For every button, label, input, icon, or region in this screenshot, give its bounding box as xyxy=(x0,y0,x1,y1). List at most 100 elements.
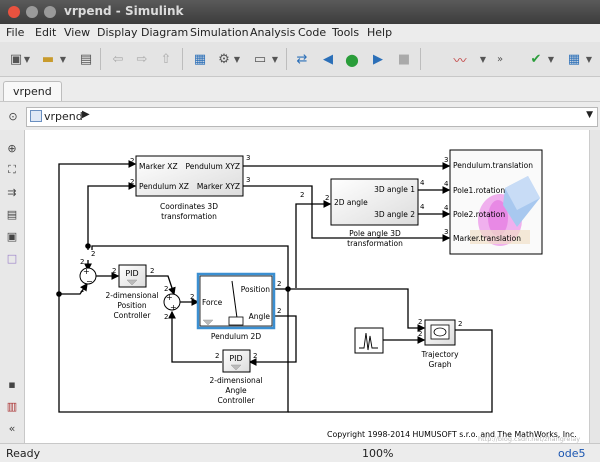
signal-angle-to-pole[interactable] xyxy=(295,200,332,288)
up-arrow-icon[interactable]: ⇧ xyxy=(160,51,172,67)
stop-icon[interactable]: ■ xyxy=(397,51,411,67)
pid-position-block[interactable]: PID 2-dimensional Position Controller 2 … xyxy=(105,264,159,320)
chevron-down-icon[interactable]: ▼ xyxy=(479,54,487,64)
chevron-down-icon[interactable]: ▼ xyxy=(59,54,67,64)
double-chevron-icon[interactable]: « xyxy=(8,421,16,435)
pendulum-2d-block[interactable]: Force Position Angle Pendulum 2D 2 2 2 xyxy=(190,272,281,341)
vr-floor-shape xyxy=(470,230,530,244)
arrow-right-icon[interactable]: ⇉ xyxy=(7,185,17,199)
model-breadcrumb[interactable]: vrpend ▶ ▼ xyxy=(26,107,598,127)
chevron-down-icon[interactable]: ▼ xyxy=(585,54,593,64)
model-explorer-icon[interactable]: ▭ xyxy=(253,51,267,67)
camera-icon[interactable]: ▪ xyxy=(8,377,16,391)
coordinates-3d-block[interactable]: Marker XZ Pendulum XZ Pendulum XYZ Marke… xyxy=(130,154,250,221)
signal-marker-xyz[interactable] xyxy=(243,185,451,242)
junction-dot xyxy=(85,243,91,249)
area-icon[interactable]: □ xyxy=(6,251,18,265)
port-width: 2 xyxy=(130,178,134,186)
chevron-down-icon[interactable]: ▼ xyxy=(23,54,31,64)
signal-angle-to-pid2[interactable] xyxy=(248,315,297,366)
block-name: Pole angle 3D xyxy=(349,229,401,238)
save-icon[interactable]: ▤ xyxy=(79,51,93,67)
more-tools-icon[interactable]: » xyxy=(496,53,504,65)
menu-code[interactable]: Code xyxy=(298,26,327,39)
signal-position-branch[interactable] xyxy=(91,245,289,288)
step-forward-icon[interactable]: ▶ xyxy=(373,51,383,67)
open-folder-icon[interactable]: ▬ xyxy=(41,51,55,67)
menu-edit[interactable]: Edit xyxy=(35,26,57,39)
chevron-down-icon[interactable]: ▼ xyxy=(233,54,241,64)
chevron-down-icon[interactable]: ▼ xyxy=(586,110,593,120)
pole-angle-3d-block[interactable]: 2D angle 3D angle 1 3D angle 2 Pole angl… xyxy=(325,178,425,248)
menu-simulation[interactable]: Simulation xyxy=(190,26,249,39)
forward-arrow-icon[interactable]: ⇨ xyxy=(136,51,148,67)
port-label: Marker XZ xyxy=(139,162,178,171)
port-label: Pendulum.translation xyxy=(453,161,533,170)
settings-gear-icon[interactable]: ⚙ xyxy=(218,51,230,67)
port-width: 2 xyxy=(300,191,304,199)
hide-explorer-icon[interactable]: ⊙ xyxy=(8,109,18,123)
vertical-scrollbar[interactable] xyxy=(589,130,600,443)
new-model-icon[interactable]: ▣ xyxy=(9,51,23,67)
signal-position-out[interactable] xyxy=(274,288,426,332)
sum-block-2[interactable]: + + 2 2 xyxy=(163,285,181,321)
status-bar: Ready 100% ode5 xyxy=(0,443,600,462)
chevron-down-icon[interactable]: ▼ xyxy=(547,54,555,64)
block-diagram[interactable]: Marker XZ Pendulum XZ Pendulum XYZ Marke… xyxy=(25,130,589,443)
maximize-window-button[interactable] xyxy=(44,6,56,18)
library-browser-icon[interactable]: ▦ xyxy=(193,51,207,67)
vr-sink-block[interactable]: Pendulum.translation Pole1.rotation Pole… xyxy=(444,149,543,255)
model-advisor-icon[interactable]: ✔ xyxy=(530,51,542,67)
signal-to-pendulum-xz[interactable] xyxy=(87,182,137,250)
breadcrumb-chevron-icon[interactable]: ▶ xyxy=(82,109,90,120)
zoom-in-icon[interactable]: ⊕ xyxy=(7,141,17,155)
signal-reference-sum1[interactable] xyxy=(59,282,88,295)
menu-view[interactable]: View xyxy=(64,26,91,39)
menu-display[interactable]: Display xyxy=(97,26,138,39)
explorer-bar: ⊙ vrpend ▶ ▼ xyxy=(0,102,600,130)
zoom-level: 100% xyxy=(362,447,394,460)
port-width: 2 xyxy=(164,313,168,321)
run-play-icon[interactable]: ● xyxy=(345,49,359,69)
pid-angle-block[interactable]: PID 2-dimensional Angle Controller 2 2 xyxy=(209,349,263,405)
model-canvas[interactable]: Marker XZ Pendulum XZ Pendulum XYZ Marke… xyxy=(25,130,589,443)
menu-analysis[interactable]: Analysis xyxy=(250,26,296,39)
menu-diagram[interactable]: Diagram xyxy=(141,26,189,39)
step-back-icon[interactable]: ◀ xyxy=(323,51,333,67)
model-browser-icon[interactable]: ▥ xyxy=(6,399,18,413)
toolbar-separator xyxy=(420,48,421,70)
minimize-window-button[interactable] xyxy=(26,6,38,18)
menu-bar: File Edit View Display Diagram Simulatio… xyxy=(0,24,600,42)
image-icon[interactable]: ▣ xyxy=(6,229,18,243)
trajectory-graph-block[interactable]: Trajectory Graph 2 2 2 xyxy=(418,318,462,369)
breadcrumb-model-name[interactable]: vrpend xyxy=(44,110,83,123)
signal-generator-block[interactable] xyxy=(354,327,384,354)
build-grid-icon[interactable]: ▦ xyxy=(567,51,581,67)
signal-outer-loop[interactable] xyxy=(58,288,289,413)
sum-sign: + xyxy=(166,293,173,302)
update-diagram-icon[interactable]: ⇄ xyxy=(296,51,308,67)
solver-name[interactable]: ode5 xyxy=(558,447,586,460)
tab-vrpend[interactable]: vrpend xyxy=(3,81,62,101)
menu-help[interactable]: Help xyxy=(367,26,393,39)
port-label: 3D angle 1 xyxy=(374,185,415,194)
annotation-icon[interactable]: ▤ xyxy=(6,207,18,221)
port-label: Marker XYZ xyxy=(197,182,240,191)
vr-pole-shape xyxy=(488,200,508,236)
port-width: 2 xyxy=(418,330,422,338)
signal-to-marker-xz[interactable] xyxy=(58,160,137,294)
chevron-down-icon[interactable]: ▼ xyxy=(271,54,279,64)
status-ready: Ready xyxy=(6,447,41,460)
port-label: Marker.translation xyxy=(453,234,521,243)
sum-block-1[interactable]: + − 2 2 xyxy=(79,258,97,294)
menu-tools[interactable]: Tools xyxy=(332,26,360,39)
fit-view-icon[interactable]: ⛶ xyxy=(8,163,16,176)
signal-pid1-to-sum2[interactable] xyxy=(146,275,176,296)
menu-file[interactable]: File xyxy=(6,26,25,39)
scope-viewer-icon[interactable]: 〰 xyxy=(453,53,467,69)
port-width: 2 xyxy=(277,307,281,315)
back-arrow-icon[interactable]: ⇦ xyxy=(112,51,124,67)
signal-pid2-to-sum2[interactable] xyxy=(168,310,222,363)
close-window-button[interactable] xyxy=(8,6,20,18)
signal-graph-return[interactable] xyxy=(288,329,493,413)
